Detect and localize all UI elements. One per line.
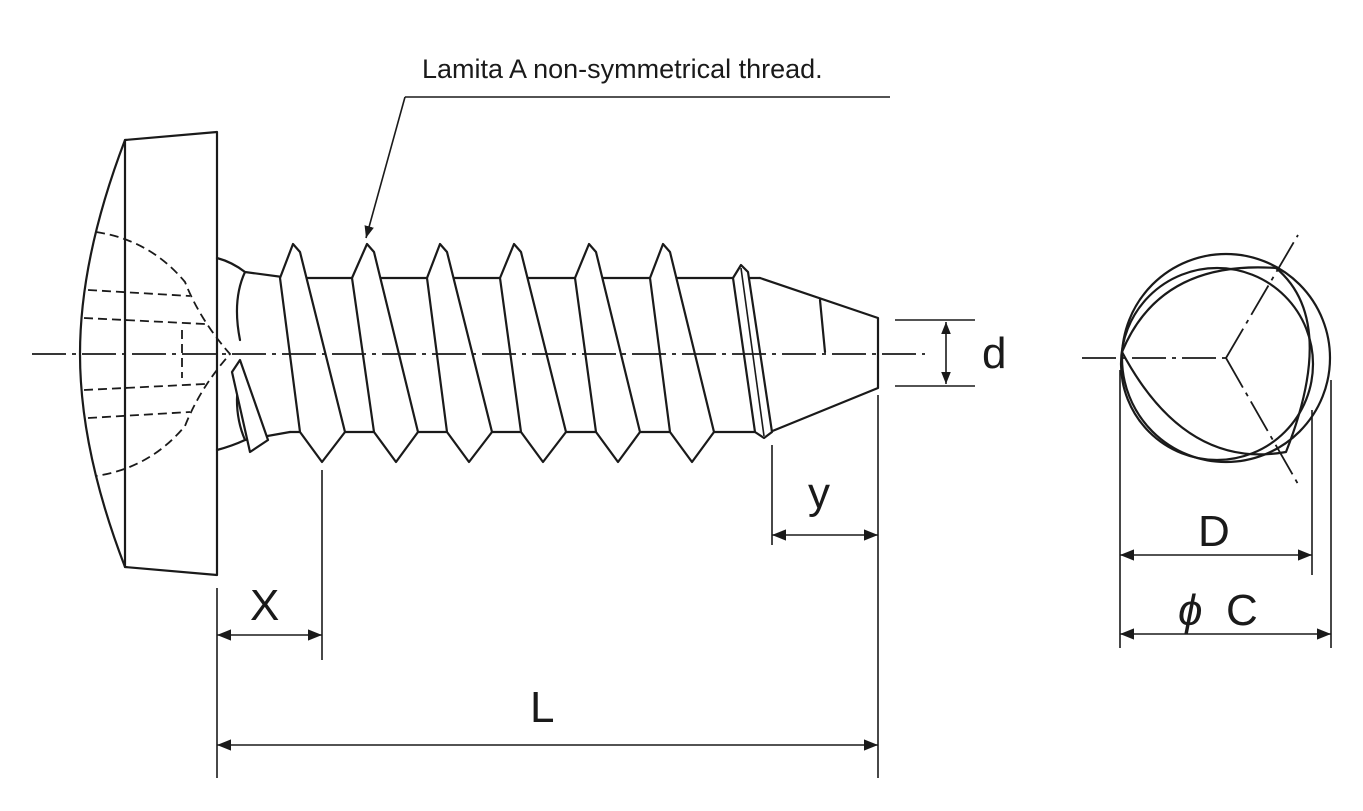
dim-label-x: X	[250, 581, 279, 630]
dim-label-big-d: D	[1198, 507, 1230, 556]
screw-head	[78, 130, 232, 577]
dimension-big-d	[1119, 370, 1313, 648]
dim-label-c-prefix: ϕ	[1178, 586, 1202, 635]
thread-callout	[364, 96, 890, 239]
dim-label-y: y	[808, 469, 830, 518]
end-view	[1082, 234, 1332, 485]
dimension-c	[1120, 380, 1332, 648]
dim-label-c: C	[1226, 586, 1258, 635]
dim-label-l: L	[530, 683, 554, 732]
thread-crests	[230, 242, 774, 464]
dimension-y	[771, 445, 878, 545]
dimension-l	[217, 395, 879, 778]
dim-label-d: d	[982, 329, 1006, 378]
callout-text: Lamita A non-symmetrical thread.	[422, 54, 823, 84]
dimension-d	[895, 319, 975, 387]
